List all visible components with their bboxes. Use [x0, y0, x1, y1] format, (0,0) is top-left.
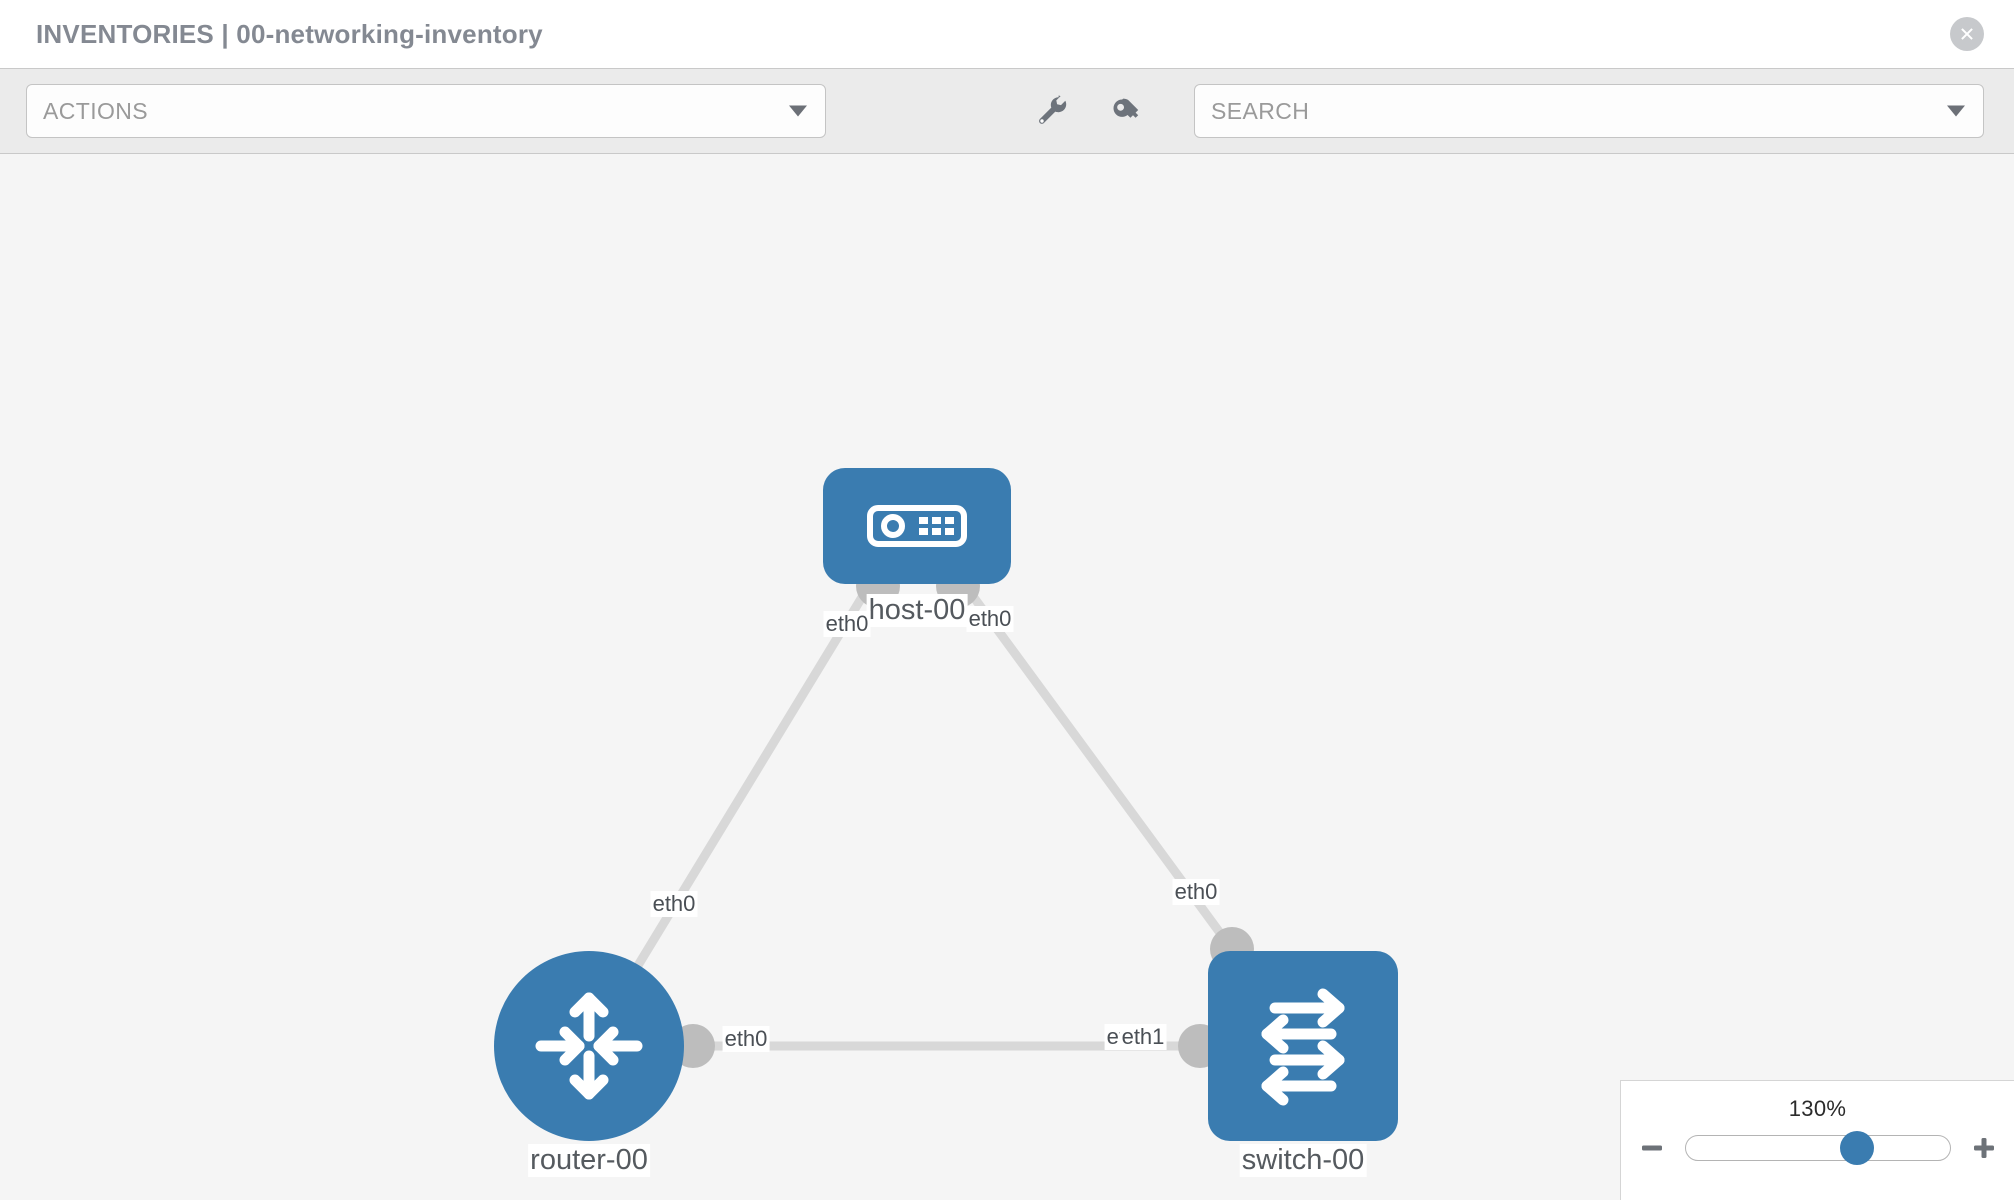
zoom-level-value: 130%	[1788, 1096, 1847, 1121]
server-icon	[867, 505, 967, 547]
toolbar: ACTIONS SEARCH	[0, 68, 2014, 154]
node-label-switch-00: switch-00	[1239, 1144, 1367, 1177]
key-icon[interactable]	[1106, 90, 1148, 132]
node-router-00[interactable]	[494, 951, 684, 1141]
edge-label: eth0	[722, 1026, 770, 1052]
zoom-slider-row	[1621, 1131, 2014, 1165]
edge-label: eth1	[1119, 1024, 1167, 1050]
topology-graph: host-00 router-00	[0, 154, 2014, 1200]
topology-links	[585, 581, 1307, 1051]
node-label-router-00: router-00	[528, 1144, 650, 1177]
toolbar-icon-group	[1030, 90, 1148, 132]
zoom-in-button[interactable]	[1969, 1133, 1999, 1163]
node-switch-00[interactable]	[1208, 951, 1398, 1141]
wrench-icon[interactable]	[1030, 90, 1072, 132]
router-arrows-icon	[535, 992, 643, 1100]
edge-label: eth0	[650, 891, 698, 917]
zoom-out-button[interactable]	[1637, 1133, 1667, 1163]
topology-canvas[interactable]: host-00 router-00	[0, 154, 2014, 1200]
zoom-slider[interactable]	[1684, 1131, 1951, 1165]
page-header: INVENTORIES | 00-networking-inventory	[0, 0, 2014, 68]
edge-label: eth0	[823, 611, 871, 637]
search-input[interactable]: SEARCH	[1194, 84, 1984, 138]
zoom-control-panel: 130%	[1620, 1080, 2014, 1200]
edge-label: eth0	[1172, 879, 1220, 905]
actions-dropdown-label: ACTIONS	[43, 97, 149, 124]
zoom-slider-thumb[interactable]	[1840, 1131, 1875, 1165]
page-title: INVENTORIES | 00-networking-inventory	[36, 18, 543, 49]
actions-dropdown[interactable]: ACTIONS	[26, 84, 826, 138]
edge-label: eth0	[966, 606, 1014, 632]
chevron-down-icon	[789, 105, 807, 117]
close-icon[interactable]	[1950, 17, 1984, 51]
chevron-down-icon[interactable]	[1947, 105, 1965, 117]
search-placeholder-label: SEARCH	[1211, 97, 1310, 124]
node-host-00[interactable]	[823, 468, 1011, 584]
switch-arrows-icon	[1261, 988, 1345, 1106]
node-label-host-00: host-00	[866, 594, 968, 627]
